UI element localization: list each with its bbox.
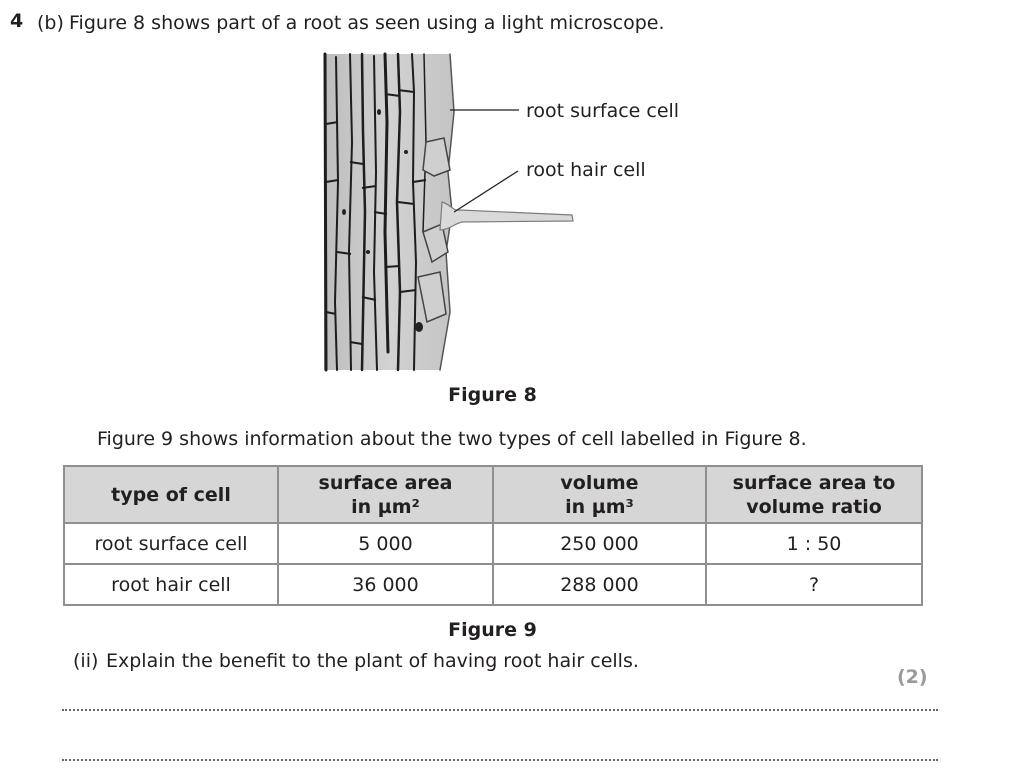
cell-surface-area: 36 000 xyxy=(277,563,494,606)
part-ii-number: (ii) xyxy=(73,650,99,672)
cell-type: root surface cell xyxy=(63,522,279,565)
answer-line[interactable] xyxy=(62,759,938,761)
part-ii-question: Explain the benefit to the plant of havi… xyxy=(106,650,639,672)
cell-volume: 288 000 xyxy=(492,563,707,606)
figure-9-caption: Figure 9 xyxy=(448,619,537,641)
label-root-surface-cell: root surface cell xyxy=(526,100,680,122)
answer-line[interactable] xyxy=(62,709,938,711)
cell-volume: 250 000 xyxy=(492,522,707,565)
header-type-of-cell: type of cell xyxy=(63,465,279,524)
figure-9-intro: Figure 9 shows information about the two… xyxy=(97,428,807,450)
label-root-hair-cell: root hair cell xyxy=(526,159,646,181)
table-row: root hair cell 36 000 288 000 ? xyxy=(63,563,923,606)
root-micrograph xyxy=(323,52,574,372)
question-number: 4 xyxy=(10,10,24,32)
question-text: Figure 8 shows part of a root as seen us… xyxy=(69,12,665,34)
cell-surface-area: 5 000 xyxy=(277,522,494,565)
figure-8-caption: Figure 8 xyxy=(448,384,537,406)
cell-type: root hair cell xyxy=(63,563,279,606)
question-part: (b) xyxy=(37,12,64,34)
table-row: root surface cell 5 000 250 000 1 : 50 xyxy=(63,522,923,565)
cell-ratio: 1 : 50 xyxy=(705,522,923,565)
marks-badge: (2) xyxy=(897,666,928,688)
cell-ratio: ? xyxy=(705,563,923,606)
hair-cell-leader-line xyxy=(453,170,519,213)
